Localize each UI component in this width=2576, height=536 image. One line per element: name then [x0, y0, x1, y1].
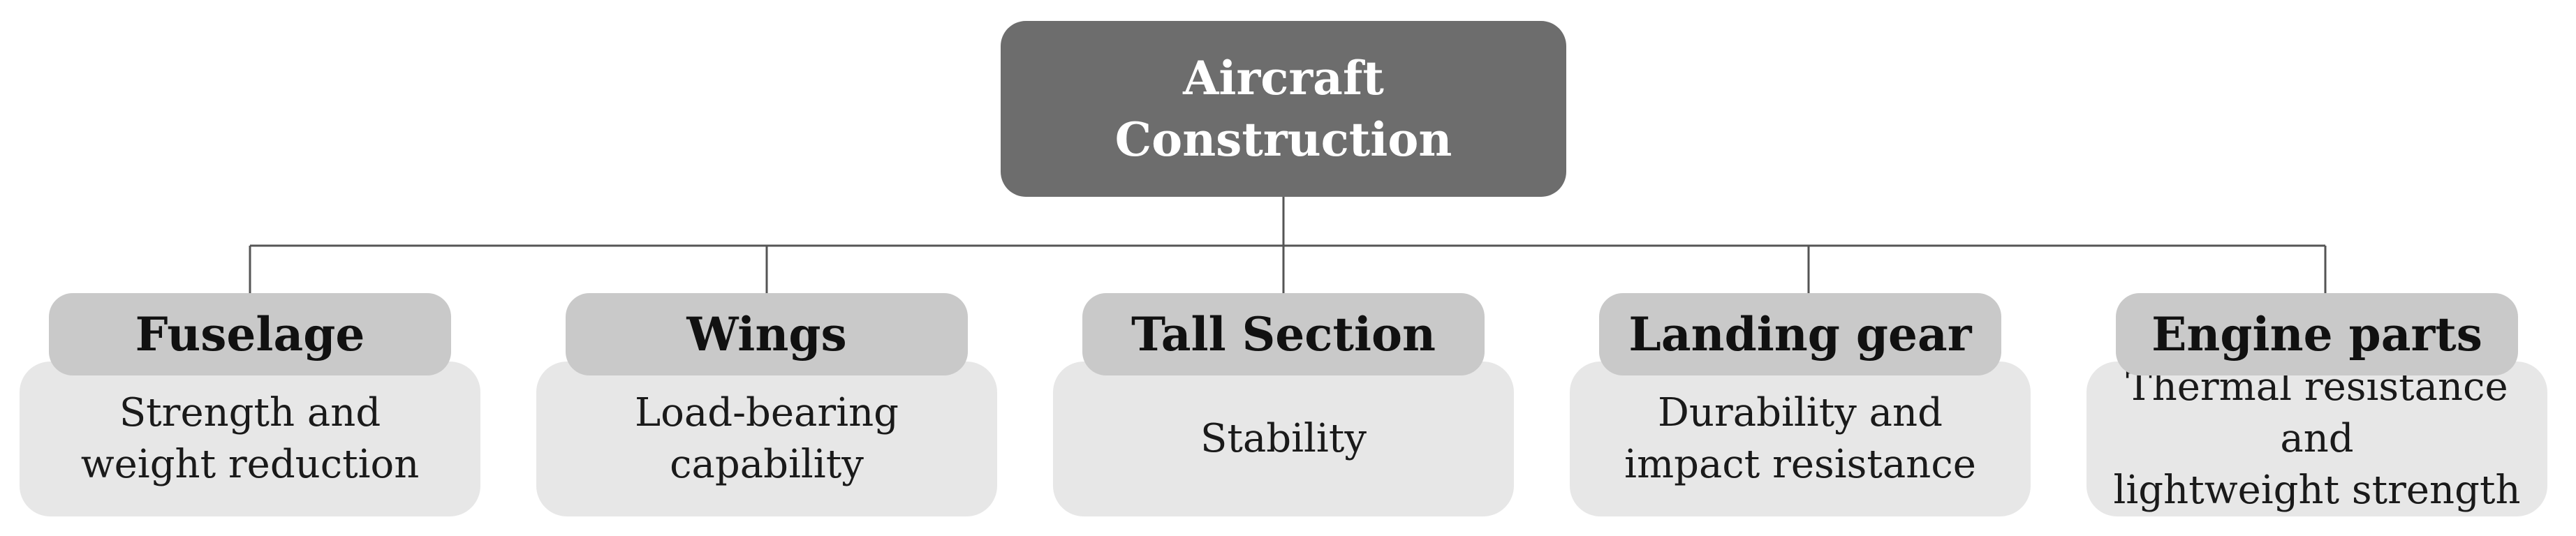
branch-description-box: Durability and impact resistance [1570, 362, 2031, 516]
description-line-1: Durability and [1658, 390, 1943, 436]
description-line-1: Strength and [119, 390, 381, 436]
branch-description: Stability [1200, 413, 1367, 465]
branch-tall-section: Stability Tall Section [1053, 293, 1514, 516]
description-line-2: weight reduction [80, 442, 420, 487]
description-line-2: lightweight strength [2113, 468, 2521, 513]
description-line-2: impact resistance [1624, 442, 1976, 487]
description-line-1: Load-bearing [634, 390, 899, 436]
branch-label: Tall Section [1082, 293, 1485, 375]
description-line-1: Stability [1200, 416, 1367, 461]
branch-description-box: Thermal resistance and lightweight stren… [2086, 362, 2547, 516]
root-node: Aircraft Construction [1001, 21, 1566, 197]
branch-description-box: Load-bearing capability [536, 362, 997, 516]
root-title-line-1: Aircraft [1183, 51, 1384, 105]
branch-description: Thermal resistance and lightweight stren… [2086, 362, 2547, 516]
branch-engine-parts: Thermal resistance and lightweight stren… [2086, 293, 2547, 516]
branch-label: Engine parts [2116, 293, 2518, 375]
branch-label: Fuselage [49, 293, 451, 375]
branch-wings: Load-bearing capability Wings [536, 293, 997, 516]
branch-description: Strength and weight reduction [81, 387, 420, 491]
branch-label: Landing gear [1599, 293, 2001, 375]
branch-label: Wings [566, 293, 968, 375]
branch-description-box: Stability [1053, 362, 1514, 516]
description-line-1: Thermal resistance and [2126, 364, 2508, 461]
branch-description: Durability and impact resistance [1624, 387, 1976, 491]
branch-description-box: Strength and weight reduction [20, 362, 480, 516]
branch-description: Load-bearing capability [635, 387, 899, 491]
root-title-line-2: Construction [1114, 112, 1452, 167]
branch-fuselage: Strength and weight reduction Fuselage [20, 293, 480, 516]
branch-landing-gear: Durability and impact resistance Landing… [1570, 293, 2031, 516]
description-line-2: capability [670, 442, 864, 487]
